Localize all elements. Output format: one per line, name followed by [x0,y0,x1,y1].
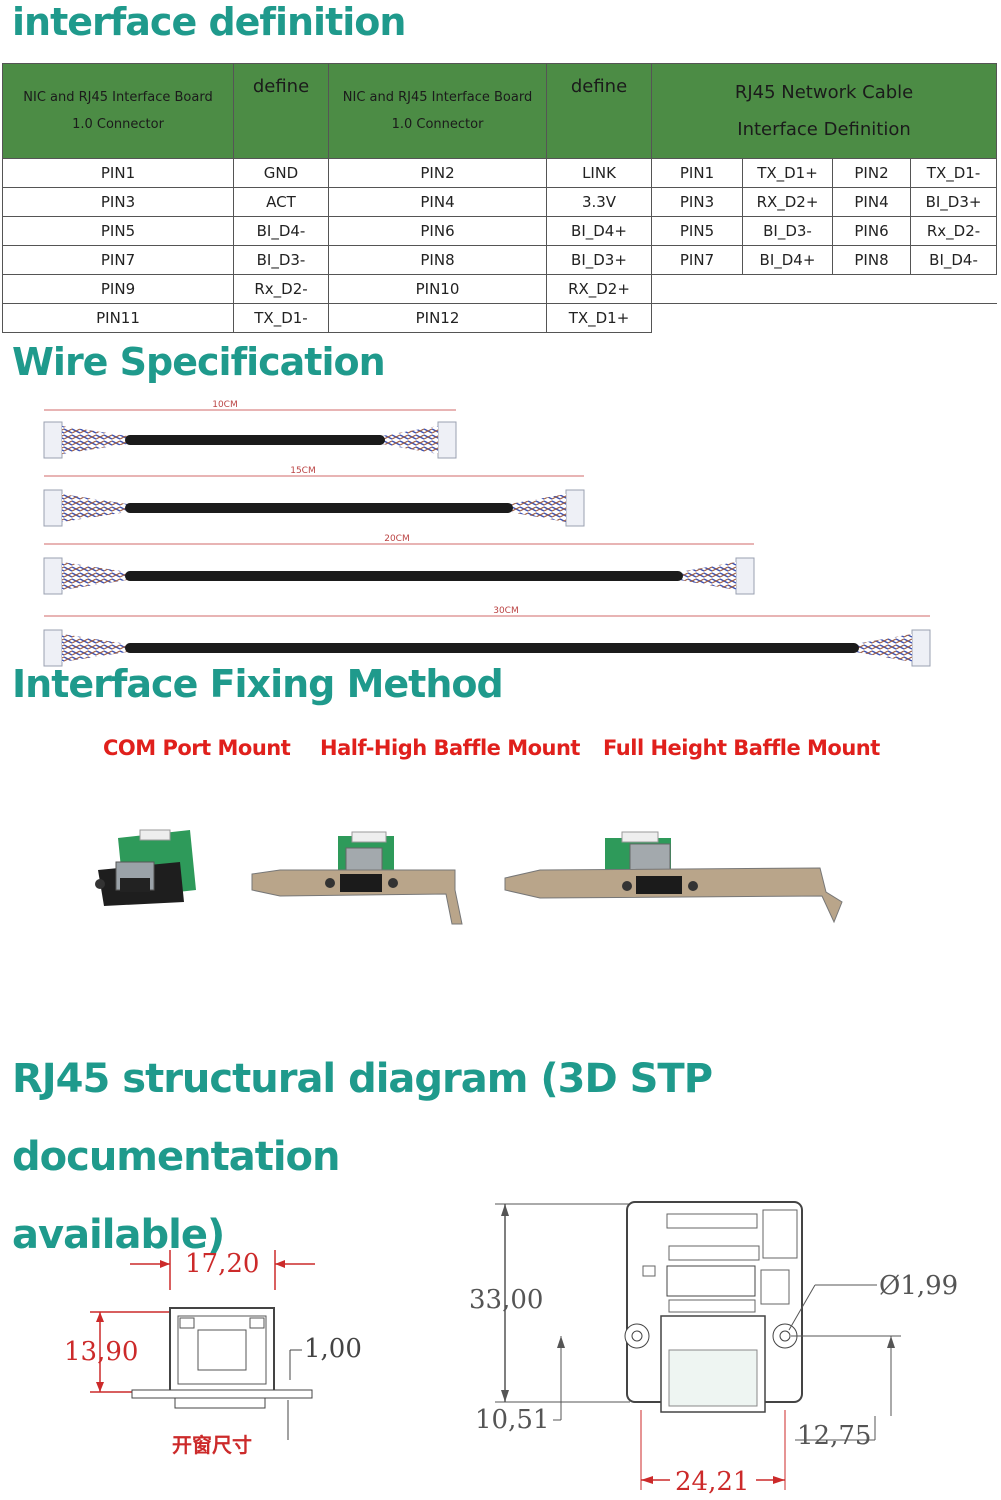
table-cell: PIN1 [651,158,743,188]
table-cell: TX_D1+ [546,303,652,333]
table-cell: BI_D4+ [742,245,833,275]
mount-photos [95,829,843,925]
header-connector-1: NIC and RJ45 Interface Board 1.0 Connect… [2,63,234,159]
table-cell: PIN6 [328,216,547,246]
label-full-height-mount: Full Height Baffle Mount [603,736,880,760]
rj45-board-dimension-diagram: 33,00 Ø1,99 10,51 12,75 24,21 [469,1201,958,1497]
dim-hole-spacing: 24,21 [675,1467,749,1497]
table-cell: TX_D1+ [742,158,833,188]
table-cell: PIN8 [328,245,547,275]
table-cell: BI_D4- [233,216,329,246]
table-cell: TX_D1- [909,158,998,188]
table-cell: PIN9 [2,274,234,304]
table-cell: RX_D2+ [742,187,833,217]
table-cell: PIN8 [832,245,911,275]
dim-board-height: 33,00 [469,1285,543,1315]
dim-hole-diameter: Ø1,99 [879,1271,958,1301]
header-define-1: define [233,63,329,159]
dim-window-width: 17,20 [185,1249,259,1279]
table-cell: PIN5 [2,216,234,246]
header-rj45-definition: RJ45 Network Cable Interface Definition [650,63,998,159]
wire-length-label: 20CM [384,534,410,544]
table-cell: BI_D3- [742,216,833,246]
table-cell: PIN7 [651,245,743,275]
table-cell: PIN3 [2,187,234,217]
table-cell: PIN3 [651,187,743,217]
table-cell: Rx_D2- [909,216,998,246]
table-cell: PIN1 [2,158,234,188]
table-cell: PIN4 [328,187,547,217]
section-title-wire-specification: Wire Specification [12,340,386,384]
table-cell: LINK [546,158,652,188]
wire-4: 30CM [43,606,931,667]
table-cell: GND [233,158,329,188]
section-title-interface-fixing: Interface Fixing Method [12,662,504,706]
table-cell: BI_D4+ [546,216,652,246]
label-half-high-mount: Half-High Baffle Mount [320,736,580,760]
table-cell: BI_D3+ [546,245,652,275]
dim-window-height: 13,90 [64,1337,138,1367]
pin-definition-table: NIC and RJ45 Interface Board 1.0 Connect… [2,63,998,333]
wire-length-label: 10CM [212,400,238,410]
wire-length-label: 30CM [493,606,519,616]
table-cell: PIN7 [2,245,234,275]
full-height-mount-image [504,831,843,924]
label-com-port-mount: COM Port Mount [103,736,291,760]
table-cell: PIN2 [832,158,911,188]
empty-cell [651,303,997,333]
dim-left-offset: 10,51 [475,1405,549,1435]
table-header-row: NIC and RJ45 Interface Board 1.0 Connect… [2,63,998,159]
header-connector-2: NIC and RJ45 Interface Board 1.0 Connect… [328,63,547,159]
section-title-structural-diagram: RJ45 structural diagram (3D STP document… [12,1056,713,1258]
table-cell: BI_D3+ [909,187,998,217]
table-cell: PIN12 [328,303,547,333]
table-cell: PIN5 [651,216,743,246]
rj45-window-dimension-diagram: 17,20 13,90 1,00 开窗尺寸 [64,1249,362,1457]
dim-right-offset: 12,75 [797,1421,871,1451]
table-cell: PIN11 [2,303,234,333]
wire-length-label: 15CM [290,466,316,476]
table-cell: BI_D4- [909,245,998,275]
table-cell: ACT [233,187,329,217]
table-cell: BI_D3- [233,245,329,275]
com-port-mount-image [95,829,196,906]
wire-lengths-illustration: 10CM 15CM 20CM 30CM [43,400,931,667]
table-cell: 3.3V [546,187,652,217]
table-cell: TX_D1- [233,303,329,333]
wire-3: 20CM [43,534,755,595]
table-cell: PIN10 [328,274,547,304]
wire-1: 10CM [43,400,457,459]
dim-panel-thickness: 1,00 [304,1334,362,1364]
empty-cell [651,274,997,304]
table-cell: PIN2 [328,158,547,188]
table-cell: Rx_D2- [233,274,329,304]
table-cell: RX_D2+ [546,274,652,304]
section-title-interface-definition: interface definition [12,0,406,44]
half-high-mount-image [251,831,463,925]
wire-2: 15CM [43,466,585,527]
header-define-2: define [546,63,652,159]
table-cell: PIN4 [832,187,911,217]
window-size-label: 开窗尺寸 [172,1433,252,1457]
table-cell: PIN6 [832,216,911,246]
